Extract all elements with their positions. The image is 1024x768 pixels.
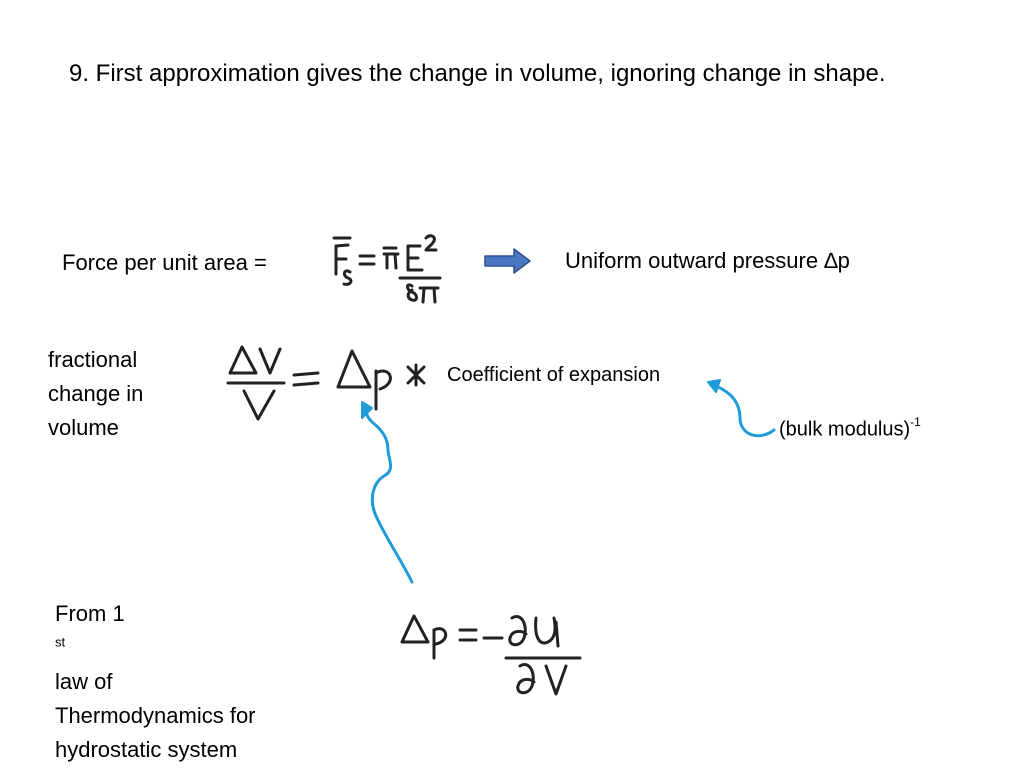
force-equation-handwritten (332, 234, 442, 304)
slide-title: 9. First approximation gives the change … (69, 60, 886, 87)
bulk-modulus-text: (bulk modulus) (779, 418, 911, 441)
fractional-change-label: fractional change in volume (48, 343, 198, 445)
squiggly-arrow-icon (361, 401, 414, 584)
force-per-area-label: Force per unit area = (62, 250, 267, 275)
first-law-line-2: Thermodynamics for (55, 703, 256, 728)
first-law-line-3: hydrostatic system (55, 737, 238, 762)
bulk-modulus-exponent: -1 (910, 415, 921, 429)
right-arrow-icon (484, 248, 531, 274)
pressure-derivative-equation-handwritten (400, 614, 582, 696)
first-law-suffix: law of (55, 669, 113, 694)
first-law-label: From 1 st law of Thermodynamics for hydro… (55, 597, 325, 767)
first-law-prefix: From 1 (55, 601, 125, 626)
fractional-line-2: change in (48, 381, 144, 406)
volume-change-equation-handwritten (226, 345, 426, 421)
fractional-line-3: volume (48, 415, 119, 440)
uniform-pressure-label: Uniform outward pressure ∆p (565, 248, 850, 273)
fractional-line-1: fractional (48, 347, 138, 372)
first-law-line-1: From 1 st law of (55, 597, 325, 699)
first-law-superscript: st (55, 634, 66, 650)
bulk-modulus-label: (bulk modulus)-1 (779, 415, 921, 441)
coefficient-of-expansion-label: Coefficient of expansion (447, 364, 661, 386)
curved-arrow-icon (707, 379, 776, 438)
